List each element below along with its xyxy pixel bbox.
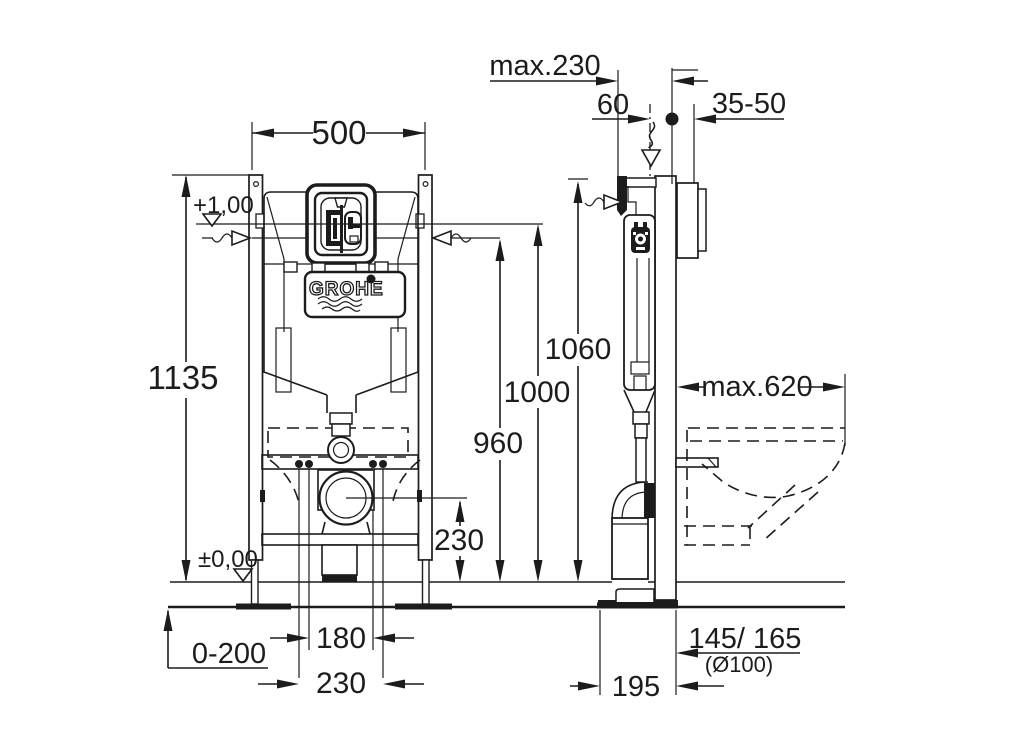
front-left-rail (248, 174, 264, 561)
dim-depth-max: max.620 (677, 371, 846, 446)
dim-base-depth: 195 (570, 671, 724, 703)
flush-rod-notch (334, 197, 348, 208)
front-view: GROHE (196, 174, 543, 678)
dim-top-bracket: max.230 (489, 50, 708, 184)
flush-mechanism (326, 205, 362, 253)
supply-point-dot (665, 112, 679, 126)
dim-base-depth-label: 195 (612, 671, 660, 703)
dim-outlet-height-label: 230 (434, 524, 484, 557)
dim-wall-finish: 35-50 (694, 88, 786, 124)
outlet-pipe-front (321, 544, 358, 576)
lower-crossbar (261, 533, 419, 546)
dim-frame-height-label: 1135 (148, 359, 219, 396)
dim-stud-inner: 180 (270, 622, 414, 655)
actuator-shaft-housing (676, 182, 699, 259)
dim-1060: 1060 (545, 178, 625, 582)
dim-outlet-diameter-label: (Ø100) (705, 652, 773, 677)
logo-plate: GROHE (303, 270, 407, 319)
drain-assembly (317, 469, 467, 535)
logo-dot (366, 274, 376, 284)
dim-outlet-height: 230 (434, 500, 484, 582)
dim-1000-label: 1000 (504, 376, 571, 409)
dim-1000: 1000 (504, 224, 571, 582)
break-arrow-right (430, 229, 472, 247)
dim-1060-label: 1060 (545, 333, 612, 366)
toilet-bowl-dashed (684, 427, 846, 546)
brand-logo-text: GROHE (309, 279, 384, 300)
level-mark-upper: +1,00 (193, 192, 254, 228)
front-right-foot (421, 559, 430, 605)
side-view (598, 104, 846, 607)
side-rail (654, 175, 677, 601)
break-arrow-left (211, 229, 253, 247)
flush-actuator-box (283, 183, 389, 273)
mounting-bolts (295, 460, 387, 468)
dim-stud-outer: 230 (258, 667, 424, 700)
logo-waves (317, 296, 363, 312)
dim-supply-offset-label: 60 (597, 89, 629, 121)
dim-depth-max-label: max.620 (701, 371, 812, 403)
dim-outlet-offset: 145/ 165 (Ø100) (599, 610, 802, 695)
outlet-elbow-side (611, 481, 655, 602)
wall-bracket (617, 176, 657, 218)
level-mark-floor: ±0,00 (198, 546, 258, 583)
stud-extension-lines (298, 469, 384, 678)
dim-960: 960 (473, 239, 523, 582)
flush-pipe-fitting (327, 436, 355, 464)
dim-front-width: 500 (251, 114, 426, 170)
dim-outlet-offset-label: 145/ 165 (689, 623, 802, 655)
side-foot-plate (598, 600, 678, 607)
dim-stud-inner-label: 180 (316, 622, 366, 655)
dim-floor-buildup: 0-200 (163, 609, 268, 670)
floor-lines (168, 581, 845, 610)
dim-stud-outer-label: 230 (316, 667, 366, 700)
inlet-valve-icon (631, 222, 650, 253)
dim-floor-buildup-label: 0-200 (192, 638, 266, 670)
front-left-foot (250, 559, 259, 605)
dim-front-width-label: 500 (311, 114, 366, 151)
dim-top-bracket-label: max.230 (489, 50, 600, 82)
dim-frame-height: 1135 (148, 174, 250, 582)
level-upper-label: +1,00 (193, 192, 254, 219)
break-arrow-side (584, 193, 625, 211)
dim-960-label: 960 (473, 427, 523, 460)
cistern-side (623, 214, 656, 483)
dim-wall-finish-label: 35-50 (712, 88, 786, 120)
water-supply-symbol (640, 104, 662, 176)
mounting-stud-side (675, 457, 719, 468)
dim-supply-offset: 60 (592, 89, 650, 124)
front-right-rail (417, 174, 433, 561)
